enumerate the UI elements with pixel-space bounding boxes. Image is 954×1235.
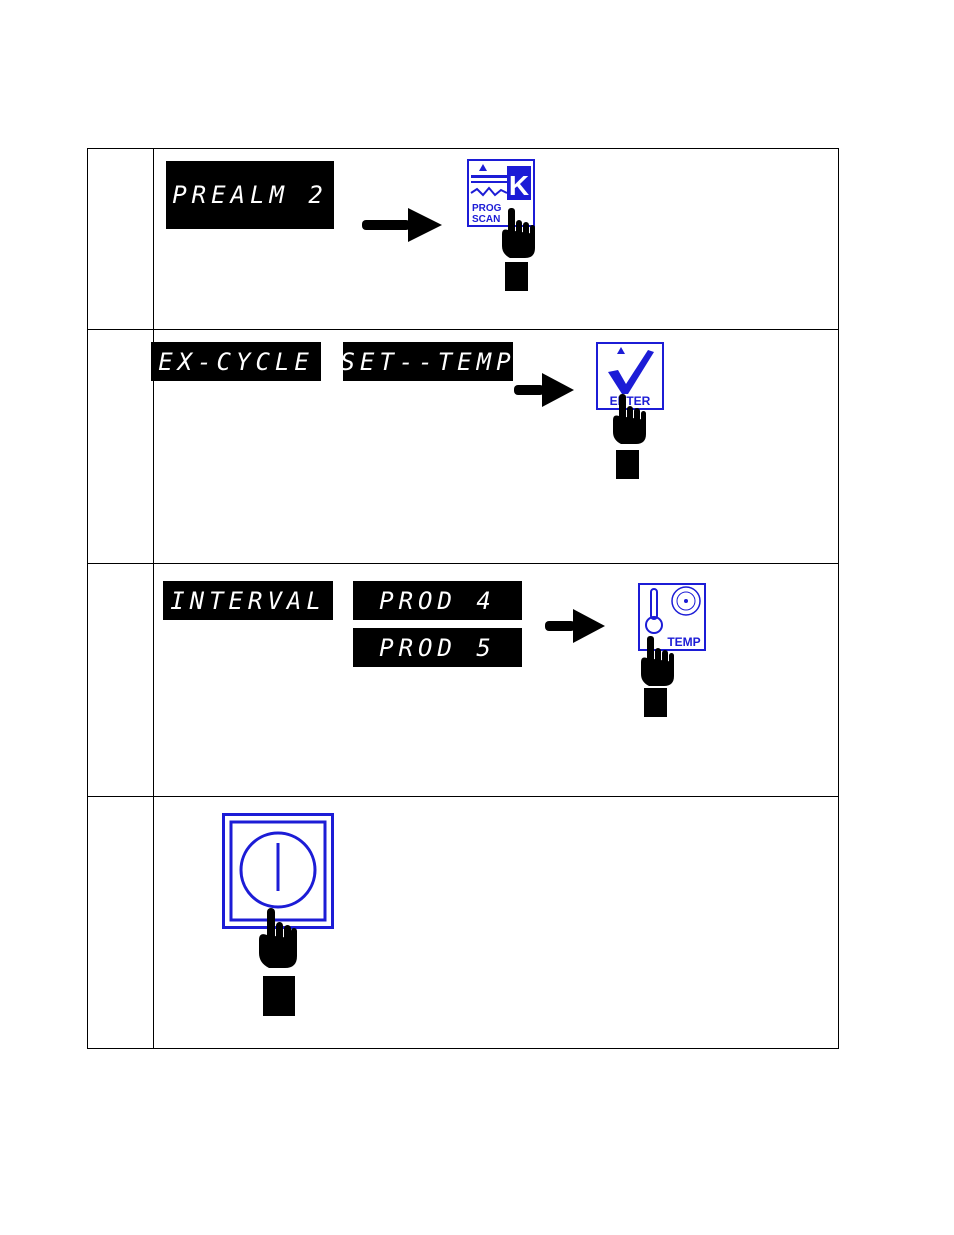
lcd-display-prod-4: PROD 4 [353,581,522,620]
right-arrow-icon [362,208,442,242]
lcd-display-prealm: PREALM 2 [166,161,334,229]
step-marker [263,976,295,1016]
scan-label: SCAN [472,214,500,225]
lcd-display-set-temp: SET--TEMP [343,342,513,381]
temp-label: TEMP [667,635,700,649]
row-divider [88,329,838,330]
step-marker [644,688,667,717]
prog-label: PROG [472,203,502,214]
pointing-hand-icon [259,908,297,968]
pointing-hand-icon [613,394,646,444]
svg-text:K: K [509,170,529,201]
lcd-display-interval: INTERVAL [163,581,333,620]
column-divider [153,149,154,1048]
right-arrow-icon [545,609,605,643]
step-marker [505,262,528,291]
procedure-table [87,148,839,1049]
row-divider [88,796,838,797]
step-marker [616,450,639,479]
lcd-display-ex-cycle: EX-CYCLE [151,342,321,381]
power-key-icon[interactable] [222,813,334,929]
pointing-hand-icon [502,208,535,258]
row-divider [88,563,838,564]
right-arrow-icon [514,373,574,407]
lcd-display-prod-5: PROD 5 [353,628,522,667]
pointing-hand-icon [641,636,674,686]
prog-scan-key-icon[interactable]: K PROG SCAN [467,159,535,227]
